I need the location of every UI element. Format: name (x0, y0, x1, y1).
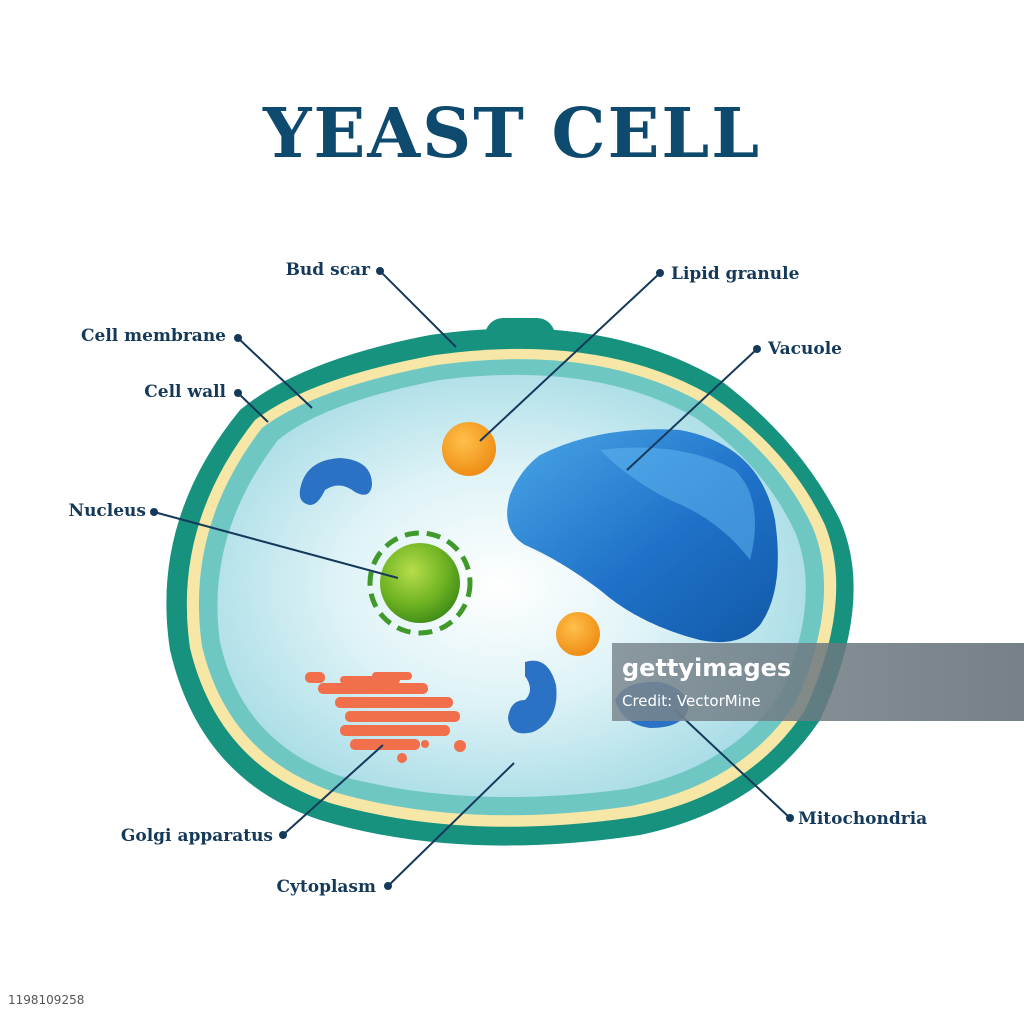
mitochondrion-1 (299, 458, 372, 505)
leader-mitochondria (674, 709, 794, 822)
bud-scar-ridge (485, 318, 555, 356)
leader-bud-scar (376, 267, 457, 348)
label-golgi-apparatus: Golgi apparatus (121, 826, 273, 846)
image-id: 1198109258 (8, 993, 84, 1007)
lipid-granule-2 (556, 612, 600, 656)
nucleus (380, 543, 460, 623)
mitochondrion-2 (508, 660, 557, 734)
leader-cell-membrane (234, 334, 313, 409)
label-bud-scar: Bud scar (286, 260, 371, 280)
diagram-title: YEAST CELL (262, 94, 761, 174)
leader-lipid-granule (479, 269, 664, 442)
leader-cell-wall (234, 389, 269, 423)
watermark-brand: gettyimages (622, 654, 791, 682)
lipid-granule-1 (442, 422, 496, 476)
leader-vacuole (626, 345, 761, 471)
leader-golgi-apparatus (279, 744, 384, 839)
label-cell-membrane: Cell membrane (81, 326, 226, 346)
label-cytoplasm: Cytoplasm (276, 877, 376, 897)
golgi-apparatus (305, 672, 466, 763)
label-vacuole: Vacuole (767, 339, 842, 359)
leader-nucleus (150, 508, 399, 579)
label-mitochondria: Mitochondria (798, 809, 927, 829)
watermark-banner: gettyimages Credit: VectorMine (612, 643, 1024, 721)
label-nucleus: Nucleus (69, 501, 146, 521)
leader-cytoplasm (384, 762, 515, 890)
nucleus-envelope (367, 530, 473, 636)
label-cell-wall: Cell wall (144, 382, 226, 402)
label-lipid-granule: Lipid granule (671, 264, 800, 284)
watermark-credit: Credit: VectorMine (622, 692, 761, 710)
vacuole-highlight (600, 447, 755, 560)
